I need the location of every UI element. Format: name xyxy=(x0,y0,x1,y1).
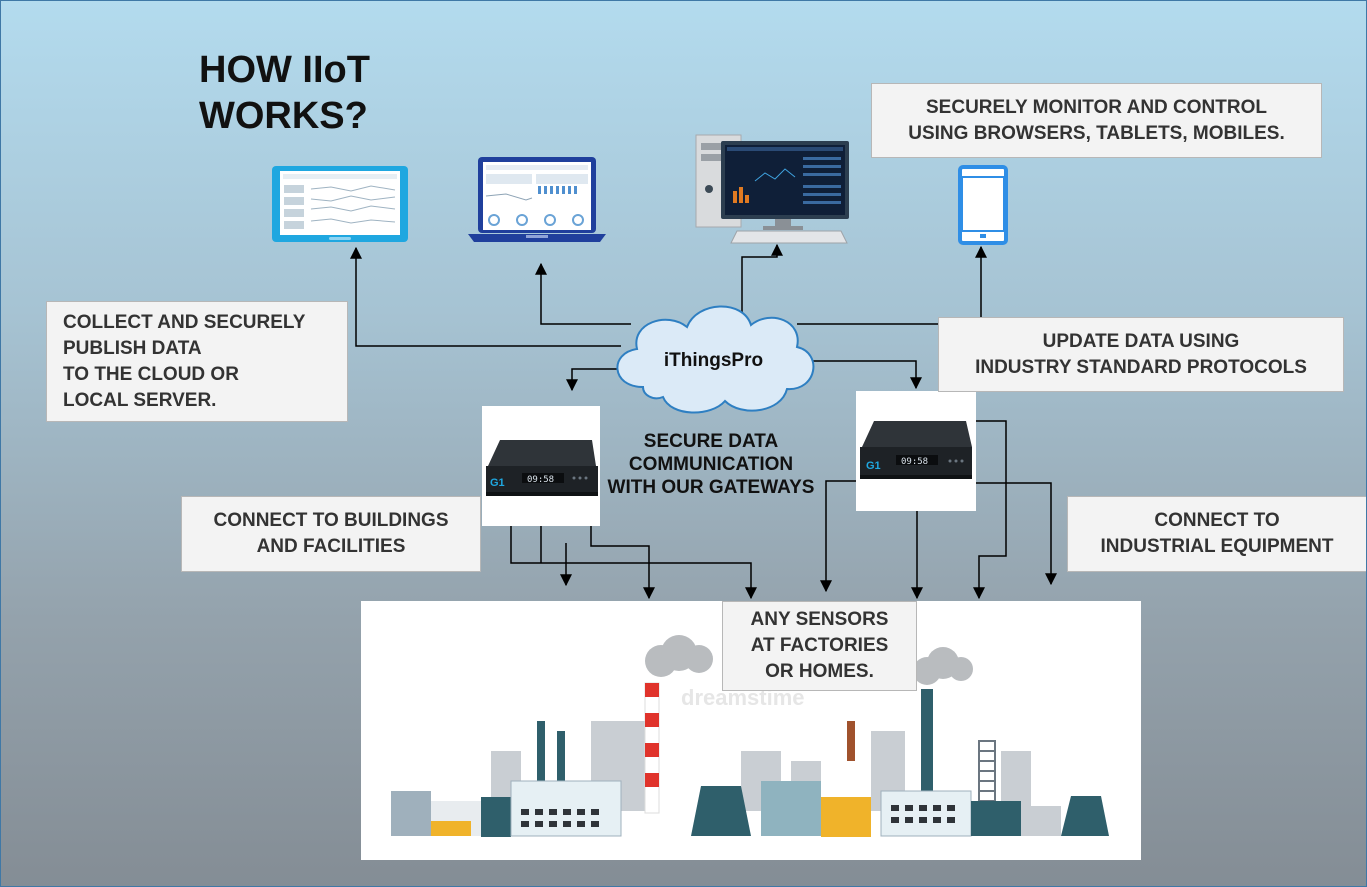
mobile-phone-icon xyxy=(958,165,1008,245)
link-cloud-gateway-left xyxy=(566,368,626,392)
cloud-label: iThingsPro xyxy=(663,350,764,371)
link-gwr-4 xyxy=(976,482,1057,586)
link-gwl-1 xyxy=(510,526,757,600)
link-gwr-1 xyxy=(820,480,856,593)
cloud-icon xyxy=(616,305,815,414)
gateway-right: G1 09:58 xyxy=(856,391,976,511)
link-cloud-gateway-right xyxy=(801,360,922,390)
link-cloud-laptop xyxy=(535,262,631,325)
link-gwr-3 xyxy=(973,420,1007,600)
factory-illustration: dreamstime xyxy=(361,601,1141,860)
page-title: HOW IIoT WORKS? xyxy=(199,49,370,137)
desktop-computer-icon xyxy=(695,134,849,244)
update-data-box: UPDATE DATA USING INDUSTRY STANDARD PROT… xyxy=(938,317,1344,392)
svg-text:G1: G1 xyxy=(490,477,505,489)
buildings-box: CONNECT TO BUILDINGS AND FACILITIES xyxy=(181,496,481,572)
link-cloud-desktop xyxy=(741,243,783,313)
tablet-icon xyxy=(272,166,408,242)
collect-publish-box: COLLECT AND SECURELY PUBLISH DATA TO THE… xyxy=(46,301,348,422)
svg-text:G1: G1 xyxy=(866,460,881,472)
gateway-left: G1 09:58 xyxy=(482,406,600,526)
industrial-equipment-box: CONNECT TO INDUSTRIAL EQUIPMENT xyxy=(1067,496,1366,572)
svg-text:09:58: 09:58 xyxy=(527,475,554,485)
link-cloud-tablet xyxy=(350,246,621,347)
laptop-icon xyxy=(468,157,606,242)
monitor-control-box: SECURELY MONITOR AND CONTROL USING BROWS… xyxy=(871,83,1322,158)
svg-text:09:58: 09:58 xyxy=(901,457,928,467)
gateway-device-icon: G1 09:58 xyxy=(860,421,972,479)
link-cloud-phone xyxy=(797,245,987,325)
secure-communication-label: SECURE DATA COMMUNICATION WITH OUR GATEW… xyxy=(607,431,815,498)
gateway-device-icon: G1 09:58 xyxy=(486,440,598,496)
link-gwl-4 xyxy=(590,526,655,600)
sensors-box: ANY SENSORS AT FACTORIES OR HOMES. xyxy=(722,601,917,691)
